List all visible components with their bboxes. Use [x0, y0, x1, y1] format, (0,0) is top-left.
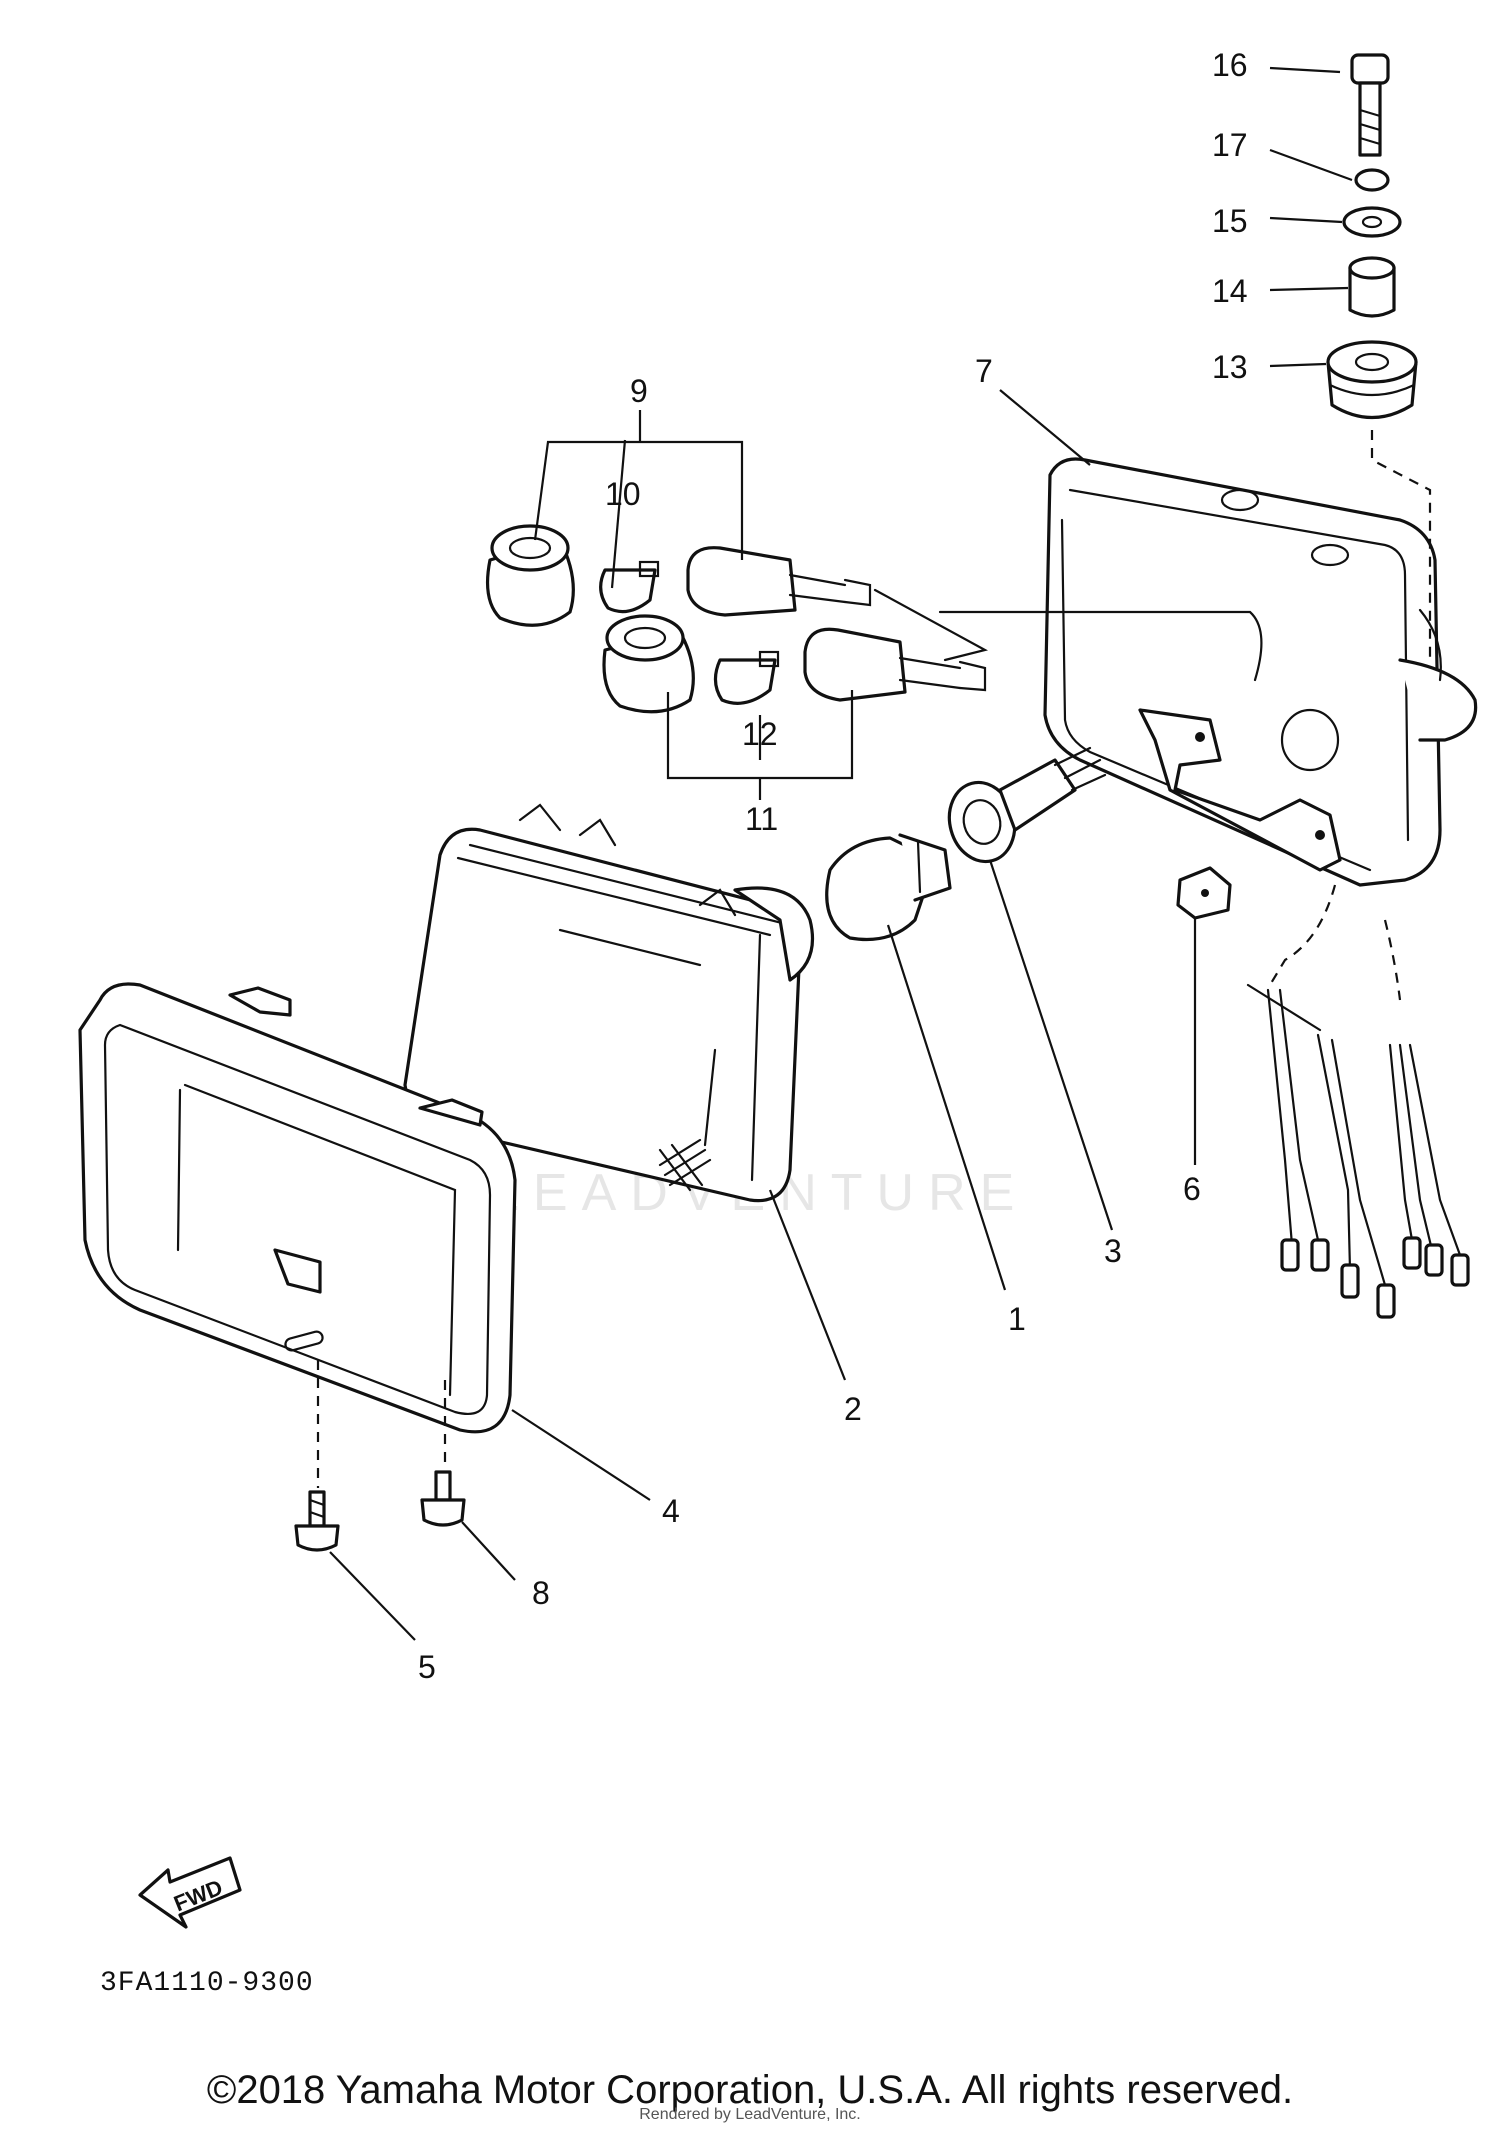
screw-5 [294, 1490, 340, 1552]
lock-washer [1354, 168, 1390, 192]
flat-washer [1342, 206, 1402, 238]
callout-7: 7 [975, 353, 993, 389]
bulb-socket [947, 746, 1107, 864]
lens-upper [486, 524, 575, 627]
callout-15: 15 [1212, 203, 1248, 239]
callout-12: 12 [742, 716, 778, 752]
callout-6: 6 [1183, 1171, 1201, 1207]
socket-upper [686, 546, 872, 617]
callout-14: 14 [1212, 273, 1248, 309]
light-wires [873, 588, 1263, 682]
callout-5: 5 [418, 1649, 436, 1685]
bulb-upper [599, 560, 660, 614]
copyright-notice: ©2018 Yamaha Motor Corporation, U.S.A. A… [206, 2068, 1294, 2112]
bracket-11 [666, 690, 854, 800]
callout-17: 17 [1212, 127, 1248, 163]
headlight-rim [78, 982, 517, 1434]
wire-harness [1246, 884, 1470, 1319]
fwd-arrow: FWD [138, 1856, 242, 1929]
socket-lower [803, 627, 987, 702]
lens-lower [602, 614, 695, 714]
callout-9: 9 [630, 373, 648, 409]
callout-3: 3 [1104, 1233, 1122, 1269]
callout-10: 10 [605, 476, 641, 512]
headlight-bulb [825, 833, 952, 942]
grommet [1326, 340, 1418, 420]
rendered-by-notice: Rendered by LeadVenture, Inc. [639, 2106, 861, 2123]
callout-11: 11 [745, 801, 778, 837]
headlight-unit [403, 803, 815, 1203]
callouts: 16 17 15 14 13 7 9 10 12 11 6 3 1 2 4 8 … [418, 47, 1248, 1685]
collar [1348, 256, 1396, 318]
screw-8 [420, 1470, 466, 1527]
callout-16: 16 [1212, 47, 1248, 83]
callout-2: 2 [844, 1391, 862, 1427]
callout-4: 4 [662, 1493, 680, 1529]
bracket-9 [533, 410, 744, 560]
headlight-housing [1043, 457, 1478, 887]
mount-bolt [1350, 53, 1390, 157]
callout-1: 1 [1008, 1301, 1026, 1337]
clip-nut [1176, 866, 1232, 920]
callout-13: 13 [1212, 349, 1248, 385]
bolt-path-dashed [1370, 430, 1432, 660]
reference-code: 3FA1110-9300 [100, 1968, 314, 1999]
bulb-lower [713, 650, 780, 705]
leader-lines [329, 66, 1353, 1641]
callout-8: 8 [532, 1575, 550, 1611]
